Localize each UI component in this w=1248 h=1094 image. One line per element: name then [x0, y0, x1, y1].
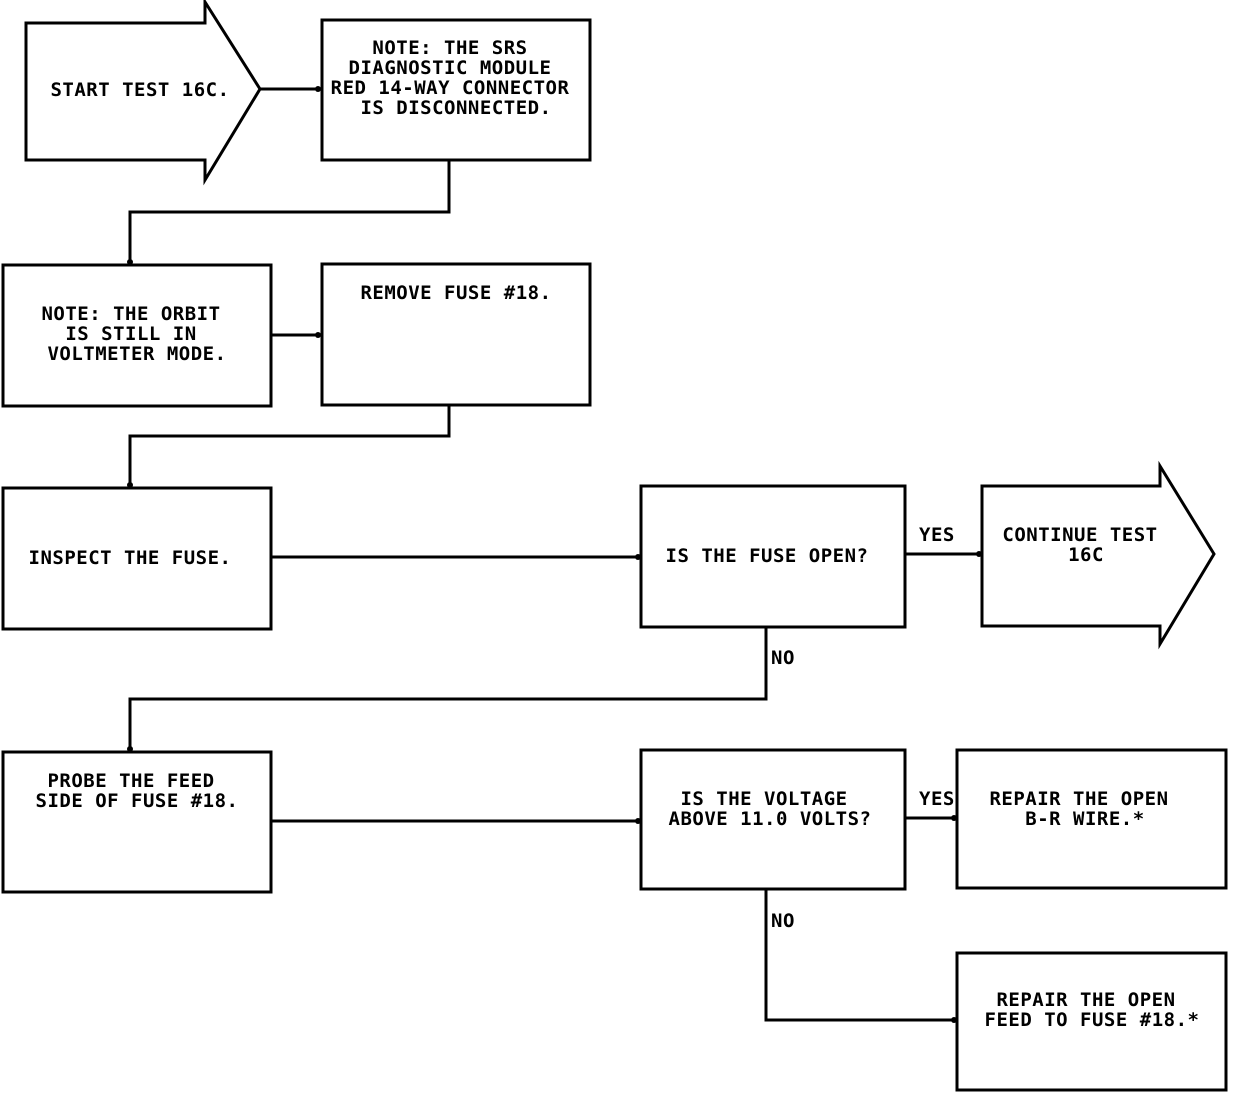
repair-wire-text: REPAIR THE OPEN B-R WIRE.* [989, 788, 1180, 830]
continue-arrow-shape [980, 460, 1216, 650]
note-orbit-text: NOTE: THE ORBIT IS STILL IN VOLTMETER MO… [41, 303, 232, 365]
note-orbit-box [1, 263, 273, 408]
inspect-fuse-text: INSPECT THE FUSE. [29, 547, 232, 569]
voltage-text: IS THE VOLTAGE ABOVE 11.0 VOLTS? [669, 788, 872, 830]
voltage-decision-box [639, 748, 907, 891]
continue-line: 16C [1068, 544, 1104, 566]
note-orbit-line: NOTE: THE ORBIT [41, 303, 220, 325]
repair-feed-line: REPAIR THE OPEN [996, 989, 1175, 1011]
probe-feed-line: PROBE THE FEED [47, 770, 214, 792]
remove-fuse-line: REMOVE FUSE #18. [360, 282, 551, 304]
continue-text: CONTINUE TEST 16C [1002, 524, 1169, 566]
fuse-open-no-label: NO [771, 647, 795, 669]
start-label: START TEST 16C. [50, 79, 229, 101]
note-connector-line: IS DISCONNECTED. [360, 97, 551, 119]
voltage-yes-label: YES [919, 788, 955, 810]
note-connector-line: DIAGNOSTIC MODULE [349, 57, 552, 79]
probe-feed-text: PROBE THE FEED SIDE OF FUSE #18. [36, 770, 239, 812]
voltage-no-label: NO [771, 910, 795, 932]
fuse-open-decision-box [639, 484, 907, 629]
repair-feed-box [955, 951, 1228, 1092]
probe-feed-line: SIDE OF FUSE #18. [36, 790, 239, 812]
note-orbit-line: IS STILL IN [65, 323, 196, 345]
remove-fuse-text: REMOVE FUSE #18. [360, 282, 551, 304]
connector-voltage-no [764, 889, 957, 1022]
fuse-open-line: IS THE FUSE OPEN? [666, 545, 869, 567]
repair-wire-line: REPAIR THE OPEN [989, 788, 1168, 810]
start-arrow-shape [24, 0, 262, 186]
inspect-fuse-box [1, 486, 273, 631]
junction-dot [315, 86, 321, 92]
fuse-open-yes-label: YES [919, 524, 955, 546]
probe-feed-box [1, 750, 273, 894]
note-connector-line: NOTE: THE SRS [372, 37, 527, 59]
connector-fuse-open-no [128, 627, 768, 752]
inspect-fuse-line: INSPECT THE FUSE. [29, 547, 232, 569]
repair-feed-text: REPAIR THE OPEN FEED TO FUSE #18.* [985, 989, 1200, 1031]
note-connector-box [320, 18, 592, 162]
fuse-open-text: IS THE FUSE OPEN? [666, 545, 869, 567]
voltage-line: IS THE VOLTAGE [680, 788, 847, 810]
repair-feed-line: FEED TO FUSE #18.* [985, 1009, 1200, 1031]
note-orbit-line: VOLTMETER MODE. [47, 343, 226, 365]
note-connector-line: RED 14-WAY CONNECTOR [331, 77, 570, 99]
repair-wire-box [955, 748, 1228, 890]
start-label-line: START TEST 16C. [50, 79, 229, 101]
junction-dot [315, 332, 321, 338]
connectors [127, 86, 982, 1023]
voltage-line: ABOVE 11.0 VOLTS? [669, 808, 872, 830]
repair-wire-line: B-R WIRE.* [1025, 808, 1144, 830]
note-connector-text: NOTE: THE SRS DIAGNOSTIC MODULE RED 14-W… [331, 37, 582, 119]
remove-fuse-box [320, 262, 592, 407]
connector-note-to-orbit-note [128, 160, 451, 265]
continue-line: CONTINUE TEST [1002, 524, 1157, 546]
connector-remove-fuse-to-inspect [128, 405, 451, 488]
